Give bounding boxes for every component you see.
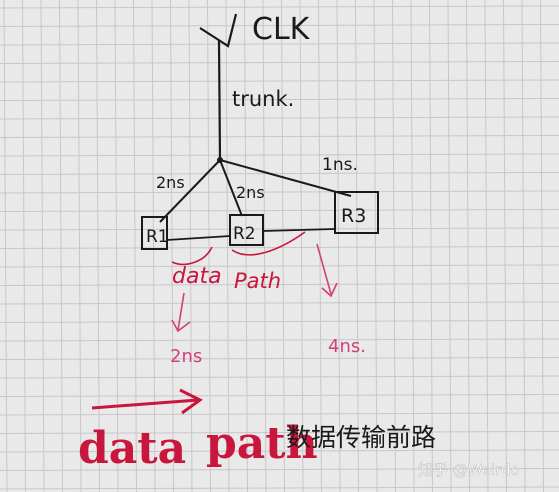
grid-line-v	[114, 0, 119, 492]
arrow-left-shaft	[177, 292, 185, 331]
register-r2-label: R2	[233, 224, 256, 244]
grid-line-v	[355, 0, 359, 492]
grid-line-h	[0, 301, 559, 305]
grid-line-v	[225, 0, 230, 492]
grid-line-h	[0, 449, 559, 453]
grid-line-h	[0, 98, 559, 101]
grid-line-v	[133, 0, 137, 492]
grid-line-v	[429, 0, 433, 492]
datapath-word-1: data	[172, 264, 222, 289]
grid-line-v	[170, 0, 174, 492]
grid-line-v	[318, 0, 322, 492]
datapath-delay-left: 2ns	[170, 346, 202, 367]
grid-line-h	[0, 209, 559, 212]
legend-word-1: data	[78, 423, 186, 474]
grid-line-v	[503, 0, 507, 492]
grid-line-h	[0, 227, 559, 231]
grid-line-h	[0, 79, 559, 83]
arrow-right-shaft	[316, 243, 332, 295]
antenna-icon	[199, 13, 238, 48]
delay-middle-label: 2ns	[236, 183, 265, 202]
legend-arrow-shaft	[91, 398, 199, 410]
grid-line-v	[207, 0, 211, 492]
trunk-label: trunk.	[232, 87, 294, 111]
grid-line-h	[0, 61, 559, 64]
grid-line-h	[0, 283, 559, 286]
arrow-right-head	[321, 282, 338, 298]
grid-line-v	[540, 0, 544, 492]
grid-line-h	[0, 264, 559, 268]
legend-chinese-note: 数据传输前路	[286, 423, 436, 452]
datapath-r2-r3	[262, 228, 336, 232]
datapath-word-2: Path	[234, 269, 281, 293]
register-r3	[334, 191, 379, 234]
datapath-delay-right: 4ns.	[328, 336, 366, 357]
grid-line-v	[410, 0, 415, 492]
grid-line-v	[40, 0, 45, 492]
grid-line-h	[0, 468, 559, 471]
grid-line-v	[521, 0, 526, 492]
grid-line-h	[0, 375, 559, 379]
grid-line-h	[0, 116, 559, 120]
grid-line-h	[0, 135, 559, 138]
branch-middle	[219, 159, 243, 217]
grid-line-v	[3, 0, 8, 492]
datapath-r1-r2	[166, 235, 231, 241]
grid-line-v	[299, 0, 304, 492]
arrow-left-head	[171, 319, 191, 333]
grid-line-h	[0, 338, 559, 342]
register-r3-label: R3	[341, 205, 366, 227]
register-r1-label: R1	[146, 227, 169, 247]
grid-line-v	[262, 0, 267, 492]
grid-line-v	[77, 0, 82, 492]
branch-right	[219, 159, 352, 197]
clock-label: CLK	[252, 12, 311, 47]
legend-arrow-head	[179, 388, 203, 415]
register-r1	[141, 216, 168, 250]
watermark: 知乎 @Weirdo	[418, 461, 520, 479]
delay-right-label: 1ns.	[322, 155, 358, 175]
grid-line-h	[0, 357, 559, 360]
delay-left-label: 2ns	[156, 173, 185, 192]
grid-line-h	[0, 412, 559, 416]
grid-line-h	[0, 153, 559, 157]
grid-line-v	[96, 0, 100, 492]
grid-line-h	[0, 320, 559, 323]
grid-line-v	[59, 0, 63, 492]
grid-line-v	[22, 0, 26, 492]
grid-line-h	[0, 431, 559, 434]
grid-line-v	[151, 0, 156, 492]
grid-line-v	[466, 0, 470, 492]
grid-line-h	[0, 486, 559, 490]
grid-line-v	[336, 0, 341, 492]
grid-line-h	[0, 42, 559, 46]
grid-line-v	[447, 0, 452, 492]
grid-line-v	[392, 0, 396, 492]
trunk-line	[217, 40, 222, 161]
grid-line-v	[373, 0, 378, 492]
grid-line-v	[188, 0, 193, 492]
grid-line-h	[0, 172, 559, 175]
grid-line-h	[0, 190, 559, 194]
grid-line-h	[0, 24, 559, 27]
grid-line-h	[0, 394, 559, 397]
register-r2	[229, 214, 264, 246]
grid-line-h	[0, 5, 559, 9]
red-path-left	[171, 246, 213, 266]
grid-line-v	[484, 0, 489, 492]
red-path-right	[231, 231, 306, 256]
branch-left	[159, 159, 221, 223]
legend-word-2: path	[206, 418, 318, 469]
